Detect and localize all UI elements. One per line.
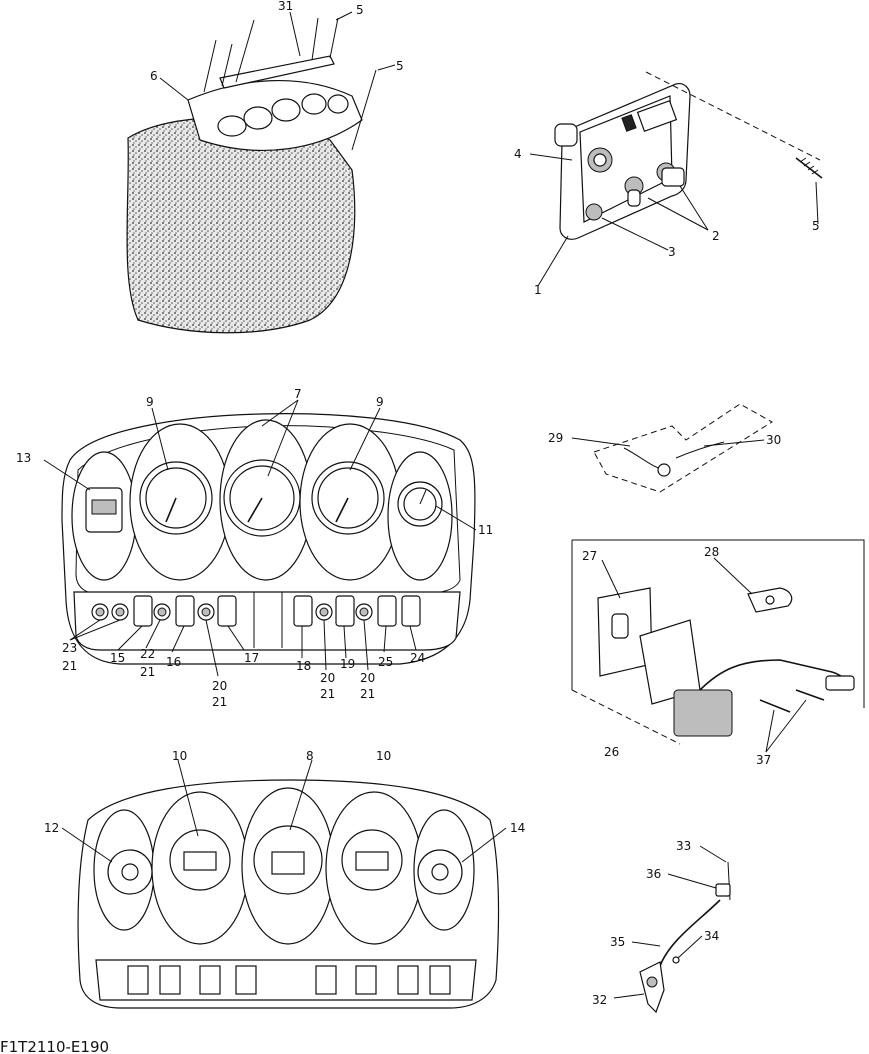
callout-28: 28 xyxy=(704,545,719,559)
callout-35: 35 xyxy=(610,935,625,949)
console-leaders xyxy=(159,11,396,101)
callout-36: 36 xyxy=(646,867,661,881)
callout-4: 4 xyxy=(514,147,522,161)
callout-8: 8 xyxy=(306,749,314,763)
callout-29: 29 xyxy=(548,431,563,445)
callout-1: 1 xyxy=(534,283,542,297)
callout-21-c: 21 xyxy=(212,695,227,709)
callout-7: 7 xyxy=(294,387,302,401)
callout-2: 2 xyxy=(712,229,720,243)
callout-5-top: 5 xyxy=(356,3,364,17)
lever-group xyxy=(613,845,731,1014)
lower-gauge-panel xyxy=(61,759,507,1009)
callout-20-b: 20 xyxy=(320,671,335,685)
callout-21-e: 21 xyxy=(360,687,375,701)
upper-gauge-panel xyxy=(61,413,476,665)
callout-23: 23 xyxy=(62,641,77,655)
upper-panel-leaders xyxy=(43,399,477,677)
callout-34: 34 xyxy=(704,929,719,943)
callout-11: 11 xyxy=(478,523,493,537)
callout-20-c: 20 xyxy=(360,671,375,685)
callout-33: 33 xyxy=(676,839,691,853)
callout-10-right: 10 xyxy=(376,749,391,763)
callout-6: 6 xyxy=(150,69,158,83)
console-assembly xyxy=(126,17,377,334)
callout-24: 24 xyxy=(410,651,425,665)
harness-group xyxy=(571,403,773,493)
callout-37: 37 xyxy=(756,753,771,767)
figure-code: F1T2110-E190 xyxy=(0,1038,109,1054)
callout-17: 17 xyxy=(244,651,259,665)
callout-9-right: 9 xyxy=(376,395,384,409)
callout-26: 26 xyxy=(604,745,619,759)
callout-32: 32 xyxy=(592,993,607,1007)
callout-21-a: 21 xyxy=(62,659,77,673)
switch-panel-assembly xyxy=(529,71,823,287)
callout-13: 13 xyxy=(16,451,31,465)
callout-5-screw: 5 xyxy=(812,219,820,233)
callout-18: 18 xyxy=(296,659,311,673)
callout-12: 12 xyxy=(44,821,59,835)
callout-25: 25 xyxy=(378,655,393,669)
callout-21-d: 21 xyxy=(320,687,335,701)
callout-3: 3 xyxy=(668,245,676,259)
callout-21-b: 21 xyxy=(140,665,155,679)
callout-5-console: 5 xyxy=(396,59,404,73)
bracket-group xyxy=(571,539,865,753)
callout-14: 14 xyxy=(510,821,525,835)
callout-10-left: 10 xyxy=(172,749,187,763)
callout-9-left: 9 xyxy=(146,395,154,409)
callout-30: 30 xyxy=(766,433,781,447)
callout-20-a: 20 xyxy=(212,679,227,693)
callout-15: 15 xyxy=(110,651,125,665)
callout-16: 16 xyxy=(166,655,181,669)
callout-27: 27 xyxy=(582,549,597,563)
callout-19: 19 xyxy=(340,657,355,671)
callout-31: 31 xyxy=(278,0,293,13)
callout-22: 22 xyxy=(140,647,155,661)
